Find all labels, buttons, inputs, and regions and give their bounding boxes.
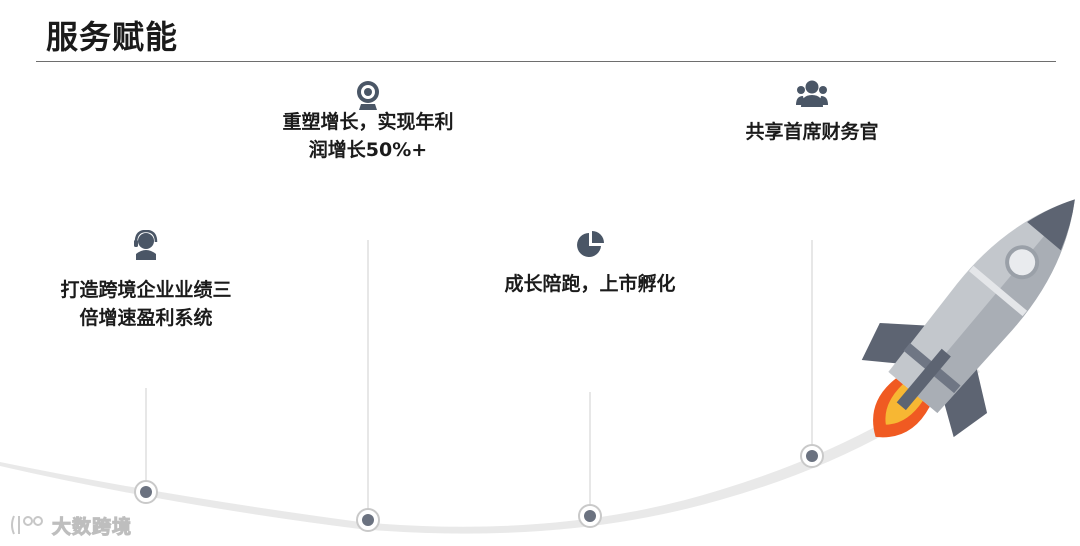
timeline-node-1 xyxy=(135,481,157,503)
pie-chart-icon xyxy=(575,230,605,260)
milestone-label-4: 共享首席财务官 xyxy=(710,118,914,146)
timeline-node-3 xyxy=(579,505,601,527)
target-icon xyxy=(355,80,381,110)
milestone-label-3: 成长陪跑，上市孵化 xyxy=(480,270,700,298)
milestone-label-2: 重塑增长，实现年利 润增长50%+ xyxy=(258,108,478,164)
rocket-illustration xyxy=(822,154,1080,481)
customer-service-icon xyxy=(133,230,159,260)
growth-curve xyxy=(0,365,980,534)
timeline-node-2 xyxy=(357,509,379,531)
timeline-node-4 xyxy=(801,445,823,467)
team-icon xyxy=(796,79,828,109)
milestone-label-1: 打造跨境企业业绩三 倍增速盈利系统 xyxy=(40,276,252,332)
watermark-logo-icon xyxy=(10,512,46,538)
watermark-text: 大数跨境 xyxy=(52,512,132,539)
watermark: 大数跨境 xyxy=(10,510,132,540)
